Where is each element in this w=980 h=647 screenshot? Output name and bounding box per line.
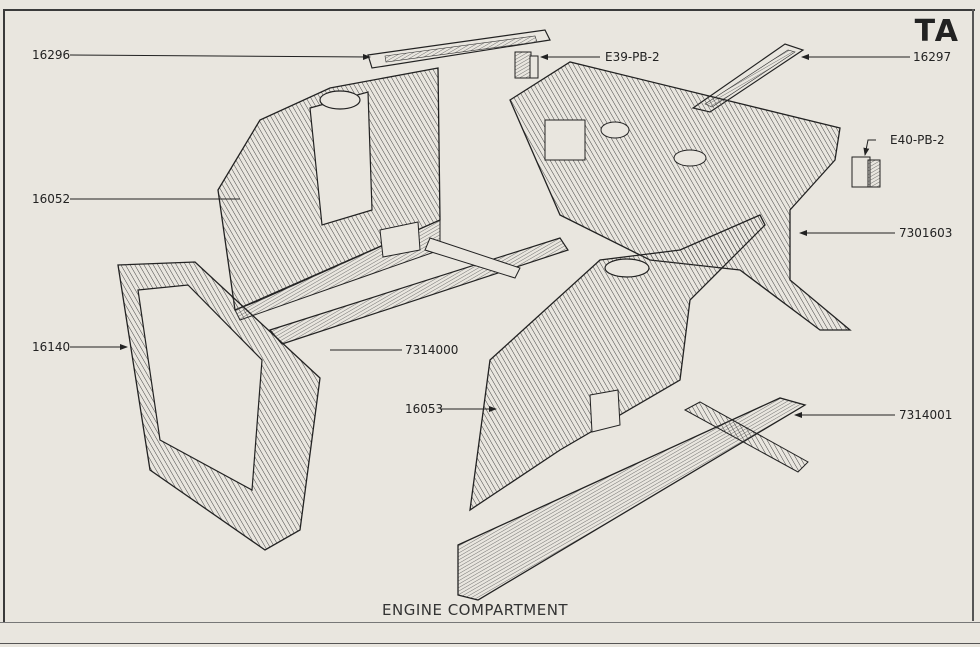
label-16297: 16297 <box>913 50 952 64</box>
part-16140-drawing <box>117 261 321 551</box>
label-16140: 16140 <box>32 340 71 354</box>
part-7301603-drawing <box>509 61 852 331</box>
label-7314000: 7314000 <box>405 343 459 357</box>
diagram-caption: ENGINE COMPARTMENT <box>382 601 569 619</box>
label-e40-pb-2: E40-PB-2 <box>890 133 945 147</box>
bottom-rule-2 <box>0 643 980 644</box>
bottom-rule <box>0 622 980 623</box>
label-16296: 16296 <box>32 48 71 62</box>
leader-16296 <box>69 53 371 60</box>
plate-id: TA <box>914 14 960 49</box>
label-7301603: 7301603 <box>899 226 953 240</box>
diagram-frame <box>3 9 975 623</box>
part-16053-drawing <box>469 214 766 512</box>
part-e39-pb-2-drawing <box>514 51 539 79</box>
part-e40-pb-2-drawing <box>851 156 881 188</box>
label-16053: 16053 <box>405 402 444 416</box>
label-e39-pb-2: E39-PB-2 <box>605 50 660 64</box>
label-16052: 16052 <box>32 192 71 206</box>
part-16052-drawing <box>217 67 441 321</box>
part-7314001-drawing <box>457 397 809 601</box>
label-7314001: 7314001 <box>899 408 953 422</box>
part-16296-drawing <box>367 29 551 69</box>
leader-e40 <box>863 139 876 156</box>
frame-right-edge <box>972 9 974 621</box>
